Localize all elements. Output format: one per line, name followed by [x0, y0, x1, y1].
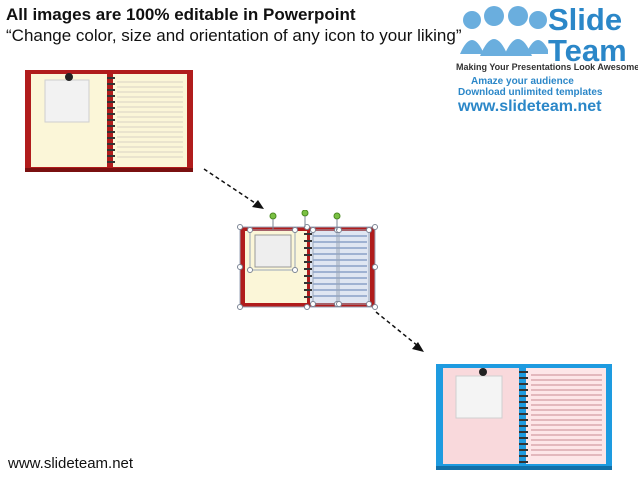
logo-url: www.slideteam.net [458, 98, 602, 115]
footer-url[interactable]: www.slideteam.net [8, 455, 134, 472]
logo-wordmark: Slide Team [548, 4, 627, 66]
dashed-arrow-1 [203, 168, 264, 209]
editable-notebook-icon[interactable] [235, 210, 380, 310]
logo-promo-2: Download unlimited templates [458, 87, 603, 98]
dashed-arrow-2 [375, 311, 424, 352]
red-notebook-icon[interactable] [25, 70, 193, 172]
blue-notebook-icon[interactable] [436, 364, 612, 470]
subheadline: “Change color, size and orientation of a… [6, 26, 462, 45]
logo-tagline: Making Your Presentations Look Awesome [456, 62, 638, 72]
logo-word-slide: Slide [548, 2, 623, 37]
logo-word-team: Team [548, 33, 627, 68]
logo-promo-1: Amaze your audience [471, 76, 574, 87]
headline: All images are 100% editable in Powerpoi… [6, 5, 356, 24]
slideteam-people-icon [460, 6, 548, 56]
